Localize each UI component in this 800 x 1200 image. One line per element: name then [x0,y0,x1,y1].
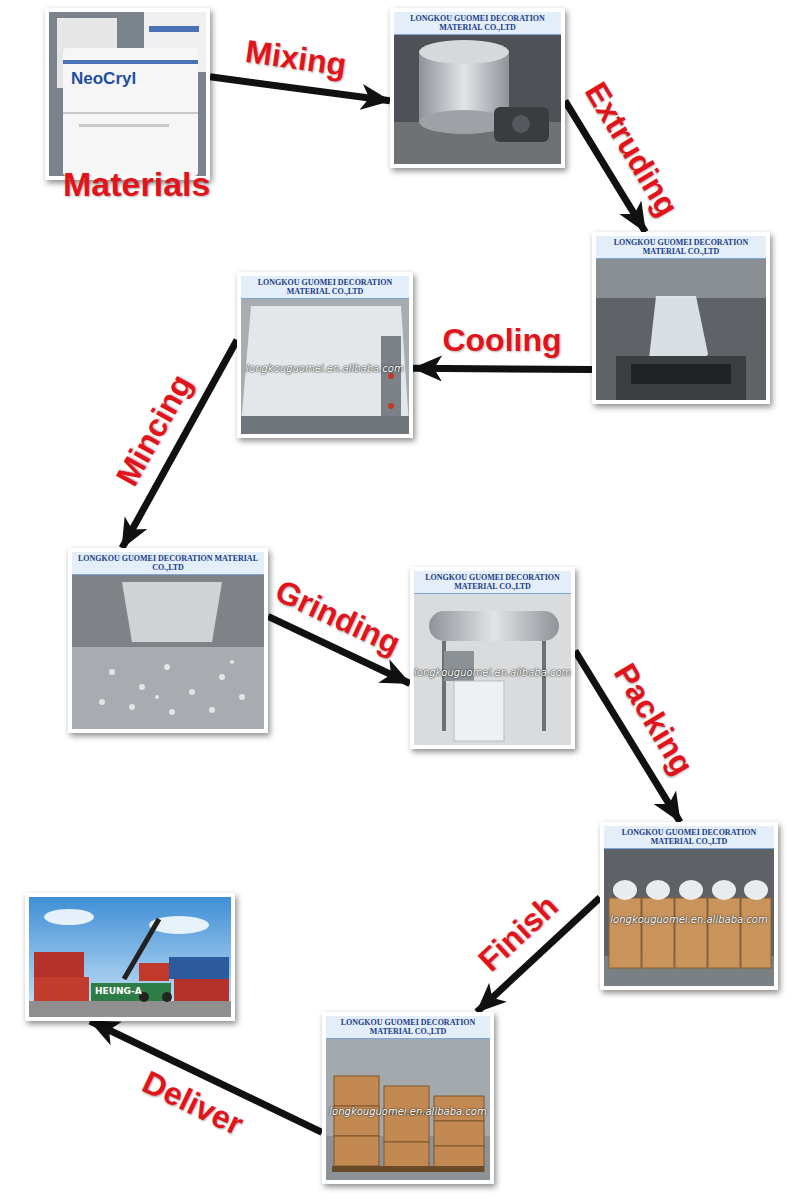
photo-frame: NeoCrylMaterials [45,8,210,180]
watermark: longkouguomei.en.alibaba.com [604,914,774,926]
mincing-photo [72,552,264,729]
extruder-photo [596,236,766,400]
step-label: Extruding [580,77,684,221]
cooling-photo [241,276,409,434]
grinding-photo [414,571,571,745]
photo-frame: LONGKOU GUOMEI DECORATION MATERIAL CO.,L… [592,232,770,404]
port-photo [29,897,231,1017]
step-label: Finish [473,889,564,977]
flow-arrow [413,368,592,369]
container-print: HEUNG-A [95,987,142,997]
watermark: longkouguomei.en.alibaba.com [241,363,409,375]
step-caption: Materials [63,166,210,203]
company-header: LONGKOU GUOMEI DECORATION MATERIAL CO.,L… [414,571,571,594]
photo-frame: LONGKOU GUOMEI DECORATION MATERIAL CO.,L… [237,272,413,438]
step-label: Packing [609,658,700,780]
mixer-photo [394,12,561,164]
step-label: Deliver [138,1066,248,1141]
company-header: LONGKOU GUOMEI DECORATION MATERIAL CO.,L… [604,826,774,849]
warehouse-photo [326,1016,490,1180]
materials-photo [49,12,206,176]
company-header: LONGKOU GUOMEI DECORATION MATERIAL CO.,L… [326,1016,490,1039]
flow-arrow [210,77,390,101]
watermark: longkouguomei.en.alibaba.com [326,1106,490,1118]
watermark: longkouguomei.en.alibaba.com [414,667,571,679]
photo-frame: LONGKOU GUOMEI DECORATION MATERIAL CO.,L… [390,8,565,168]
bag-print: NeoCryl [71,70,136,89]
photo-frame: HEUNG-A [25,893,235,1021]
company-header: LONGKOU GUOMEI DECORATION MATERIAL CO.,L… [596,236,766,259]
packing-photo [604,826,774,986]
step-label: Mixing [244,35,349,81]
step-label: Mincing [111,369,198,490]
photo-frame: LONGKOU GUOMEI DECORATION MATERIAL CO.,L… [322,1012,494,1184]
photo-frame: LONGKOU GUOMEI DECORATION MATERIAL CO.,L… [68,548,268,733]
photo-frame: LONGKOU GUOMEI DECORATION MATERIAL CO.,L… [600,822,778,990]
company-header: LONGKOU GUOMEI DECORATION MATERIAL CO.,L… [394,12,561,35]
company-header: LONGKOU GUOMEI DECORATION MATERIAL CO.,L… [72,552,264,575]
step-label: Cooling [442,324,561,356]
company-header: LONGKOU GUOMEI DECORATION MATERIAL CO.,L… [241,276,409,299]
step-label: Grinding [271,574,405,659]
photo-frame: LONGKOU GUOMEI DECORATION MATERIAL CO.,L… [410,567,575,749]
